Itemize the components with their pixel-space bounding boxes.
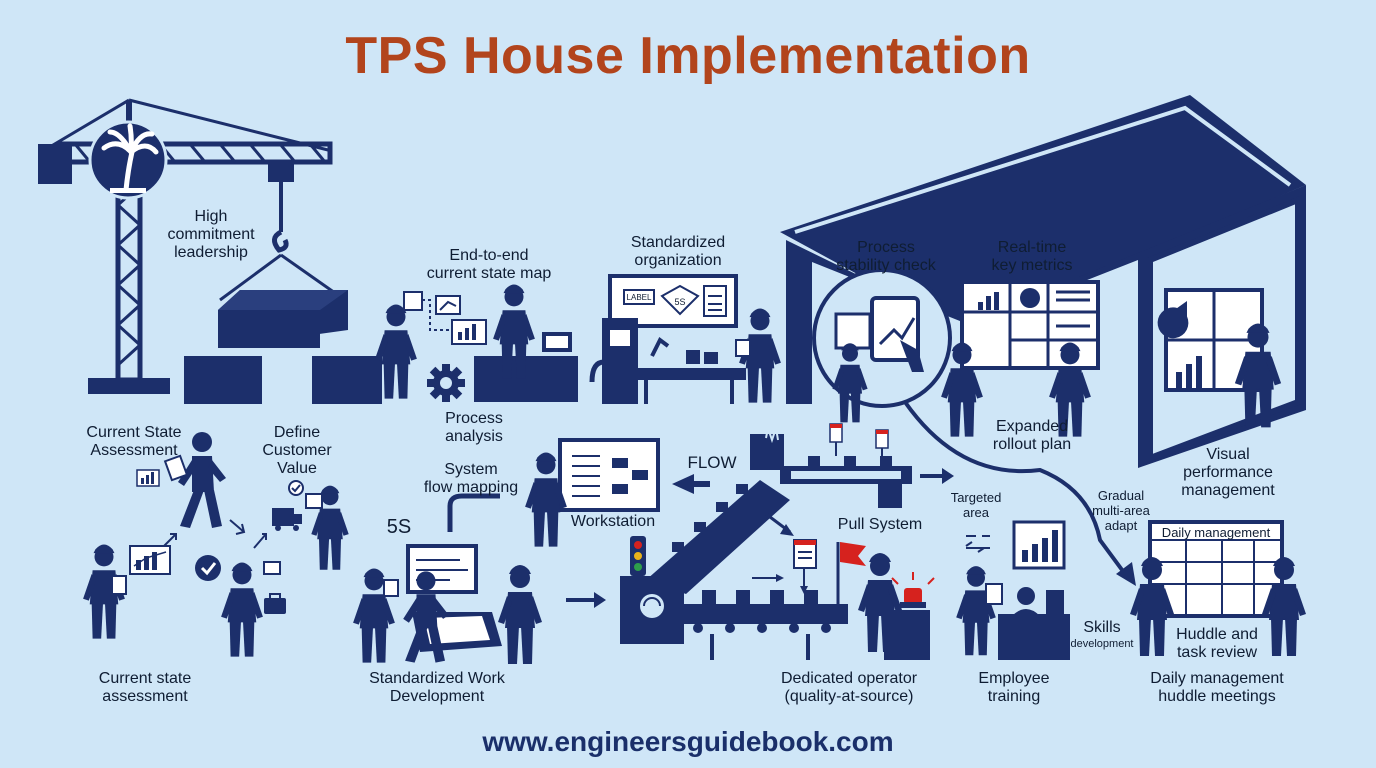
label-line: huddle meetings <box>1158 688 1276 705</box>
daily-management-scene <box>1130 520 1306 656</box>
label-daily-huddle: Daily management huddle meetings <box>1150 670 1283 706</box>
label-standardized-work: Standardized Work Development <box>369 670 505 706</box>
label-process-stability: Process stability check <box>836 239 936 275</box>
label-5s-sign: 5S <box>674 297 686 307</box>
label-line: current state map <box>426 265 552 282</box>
label-line: Standardized Work <box>369 670 505 687</box>
label-standardized-organization: Standardized organization <box>631 234 725 270</box>
label-label-sign: LABEL <box>626 293 652 302</box>
label-line: Employee <box>978 670 1050 687</box>
label-line: High <box>194 208 228 225</box>
label-line: Process <box>857 239 915 256</box>
label-line: Real-time <box>997 239 1067 256</box>
label-line: key metrics <box>991 257 1073 274</box>
label-line: Dedicated operator <box>780 670 918 687</box>
label-line: Current State <box>86 424 182 441</box>
label-line: Visual <box>1206 446 1250 463</box>
label-line: Huddle and <box>1176 626 1258 643</box>
label-line: stability check <box>836 257 936 274</box>
label-line: Targeted <box>950 490 1002 505</box>
label-current-state-assessment-bottom: Current state assessment <box>99 670 191 706</box>
label-development: development <box>1070 638 1134 650</box>
label-line: organization <box>634 252 722 269</box>
label-line: Customer <box>262 442 332 459</box>
label-pull-system: Pull System <box>837 516 923 533</box>
label-visual-performance: Visual performance management <box>1181 446 1274 500</box>
label-current-state-map: End-to-end current state map <box>427 247 552 283</box>
label-employee-training: Employee training <box>978 670 1049 706</box>
label-line: End-to-end <box>449 247 529 264</box>
house-icon <box>780 95 1306 468</box>
system-flow-scene <box>447 438 710 547</box>
conveyor-icon <box>620 423 912 660</box>
label-expanded-rollout: Expanded rollout plan <box>993 418 1071 454</box>
label-current-state-assessment-top: Current State Assessment <box>86 424 181 460</box>
label-huddle-task-review: Huddle and task review <box>1176 626 1258 662</box>
current-state-walker <box>136 432 226 528</box>
label-targeted-area: Targeted area <box>951 490 1002 520</box>
label-system-flow-mapping: System flow mapping <box>424 461 518 497</box>
alarm-light-icon <box>904 588 922 604</box>
page-title: TPS House Implementation <box>345 27 1031 85</box>
palm-tree-icon <box>88 120 168 200</box>
key-metrics-board <box>941 280 1100 437</box>
employee-training-scene <box>956 520 1070 660</box>
label-skills: Skills <box>1083 619 1121 636</box>
current-state-map-scene <box>375 284 578 402</box>
label-high-commitment: High commitment leadership <box>167 208 254 262</box>
label-define-customer-value: Define Customer Value <box>262 424 331 478</box>
label-line: Standardized <box>630 234 726 251</box>
label-line: Daily management <box>1150 670 1284 687</box>
label-line: analysis <box>445 428 503 445</box>
label-line: task review <box>1176 644 1258 661</box>
label-line: Define <box>273 424 321 441</box>
label-line: Gradual <box>1097 488 1145 503</box>
label-line: rollout plan <box>992 436 1072 453</box>
label-process-analysis: Process analysis <box>445 410 503 446</box>
standardized-organization-scene <box>589 274 781 404</box>
label-line: training <box>987 688 1041 705</box>
label-line: Value <box>277 460 317 477</box>
label-line: Current state <box>98 670 192 687</box>
label-line: (quality-at-source) <box>784 688 914 705</box>
label-line: adapt <box>1104 518 1138 533</box>
define-value-scene <box>161 480 349 570</box>
label-line: assessment <box>102 688 188 705</box>
label-line: multi-area <box>1092 503 1150 518</box>
label-dedicated-operator: Dedicated operator (quality-at-source) <box>781 670 917 706</box>
label-line: Expanded <box>995 418 1069 435</box>
label-line: management <box>1181 482 1275 499</box>
label-gradual-multi-area: Gradual multi-area adapt <box>1092 488 1150 533</box>
stability-check-circle <box>812 268 952 423</box>
label-flow: FLOW <box>687 453 737 472</box>
pull-system-scene <box>793 539 935 660</box>
label-real-time-metrics: Real-time key metrics <box>992 239 1073 275</box>
standardized-work-scene <box>353 544 542 664</box>
label-daily-management-board: Daily management <box>1161 525 1271 540</box>
label-line: leadership <box>174 244 248 261</box>
label-line: area <box>962 505 990 520</box>
label-line: Development <box>389 688 485 705</box>
label-line: commitment <box>167 226 255 243</box>
label-line: Process <box>445 410 503 427</box>
traffic-light-icon <box>630 536 646 576</box>
footer-url[interactable]: www.engineersguidebook.com <box>482 726 894 757</box>
label-line: flow mapping <box>423 479 519 496</box>
label-line: System <box>444 461 498 478</box>
label-line: performance <box>1183 464 1273 481</box>
label-line: Assessment <box>90 442 178 459</box>
label-5s: 5S <box>386 516 412 538</box>
label-workstation: Workstation <box>570 513 656 530</box>
current-state-assessment-scene <box>83 544 286 657</box>
